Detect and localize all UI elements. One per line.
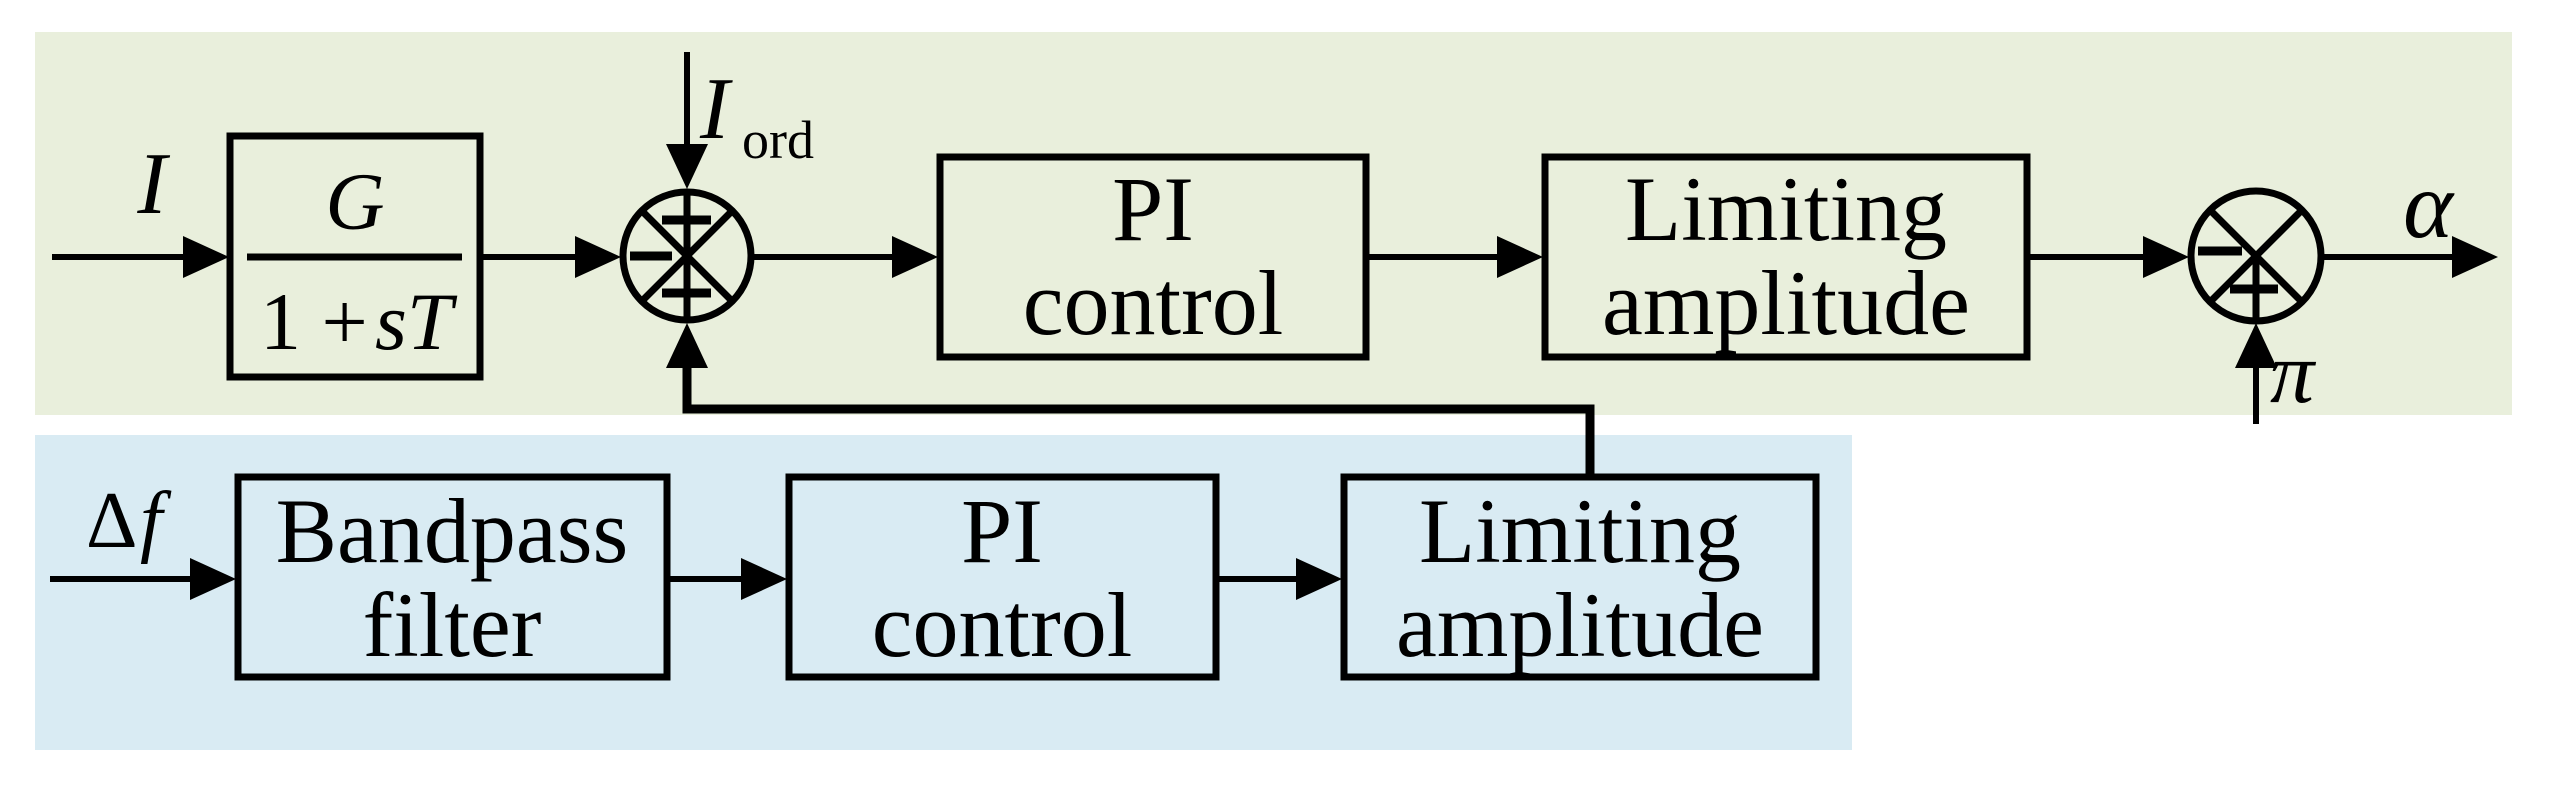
pi-top-line2: control xyxy=(1023,252,1284,354)
input-current-label: I xyxy=(136,136,170,233)
output-alpha-label: α xyxy=(2403,152,2455,258)
transfer-numerator: G xyxy=(325,156,384,247)
arrow-bandpass-to-pi xyxy=(667,558,787,600)
limiter-bottom-line2: amplitude xyxy=(1396,574,1764,676)
junction-diagonal xyxy=(2207,207,2305,305)
arrow-order-current xyxy=(666,52,708,189)
pi-control-block-top: PI control xyxy=(936,153,1370,361)
arrow-output-alpha xyxy=(2321,236,2498,278)
arrow-transfer-to-sum xyxy=(480,236,621,278)
current-control-band xyxy=(35,32,2512,415)
arrow-pi-to-limiter-top xyxy=(1366,236,1543,278)
arrowhead-icon xyxy=(892,236,938,278)
bandpass-filter-block: Bandpass filter xyxy=(234,473,671,681)
frequency-deviation-delta: Δ xyxy=(86,477,137,565)
arrowhead-icon xyxy=(2143,236,2189,278)
limiter-top-line1: Limiting xyxy=(1625,158,1947,260)
transfer-function-block: G 1 + sT xyxy=(226,132,484,381)
transfer-denominator-var: sT xyxy=(375,276,458,367)
order-current-subscript: ord xyxy=(742,110,814,170)
pi-constant-label: π xyxy=(2270,325,2317,422)
arrowhead-icon xyxy=(1296,558,1342,600)
arrowhead-icon xyxy=(1497,236,1543,278)
limiter-top-line2: amplitude xyxy=(1602,252,1970,354)
arrowhead-icon xyxy=(183,236,229,278)
arrow-input-frequency xyxy=(50,558,236,600)
limiting-amplitude-block-top: Limiting amplitude xyxy=(1541,153,2031,361)
order-current-label: I xyxy=(699,61,733,158)
arrowhead-icon xyxy=(2235,323,2277,368)
bandpass-line1: Bandpass xyxy=(276,480,629,582)
arrow-input-current xyxy=(52,236,229,278)
arrow-limiter-to-sum2 xyxy=(2027,236,2189,278)
arrowhead-icon xyxy=(741,558,787,600)
limiting-amplitude-block-bottom: Limiting amplitude xyxy=(1340,473,1820,681)
arrow-pi-constant xyxy=(2235,323,2277,424)
feedback-line xyxy=(666,323,1595,477)
arrowhead-icon xyxy=(575,236,621,278)
pi-bottom-line2: control xyxy=(872,574,1133,676)
arrow-sum-to-pi-top xyxy=(751,236,938,278)
pi-bottom-line1: PI xyxy=(961,480,1043,582)
pi-control-block-bottom: PI control xyxy=(785,473,1220,681)
pi-top-line1: PI xyxy=(1112,158,1194,260)
arrowhead-icon xyxy=(666,144,708,189)
transfer-denominator-coeff: 1 + xyxy=(260,276,368,367)
arrowhead-icon xyxy=(2452,236,2498,278)
sum-junction-current xyxy=(619,188,755,324)
limiter-bottom-line1: Limiting xyxy=(1419,480,1741,582)
arrow-pi-to-limiter-bottom xyxy=(1216,558,1342,600)
arrowhead-icon xyxy=(190,558,236,600)
frequency-control-band xyxy=(35,435,1852,750)
bandpass-line2: filter xyxy=(363,574,542,676)
arrowhead-icon xyxy=(666,323,708,368)
